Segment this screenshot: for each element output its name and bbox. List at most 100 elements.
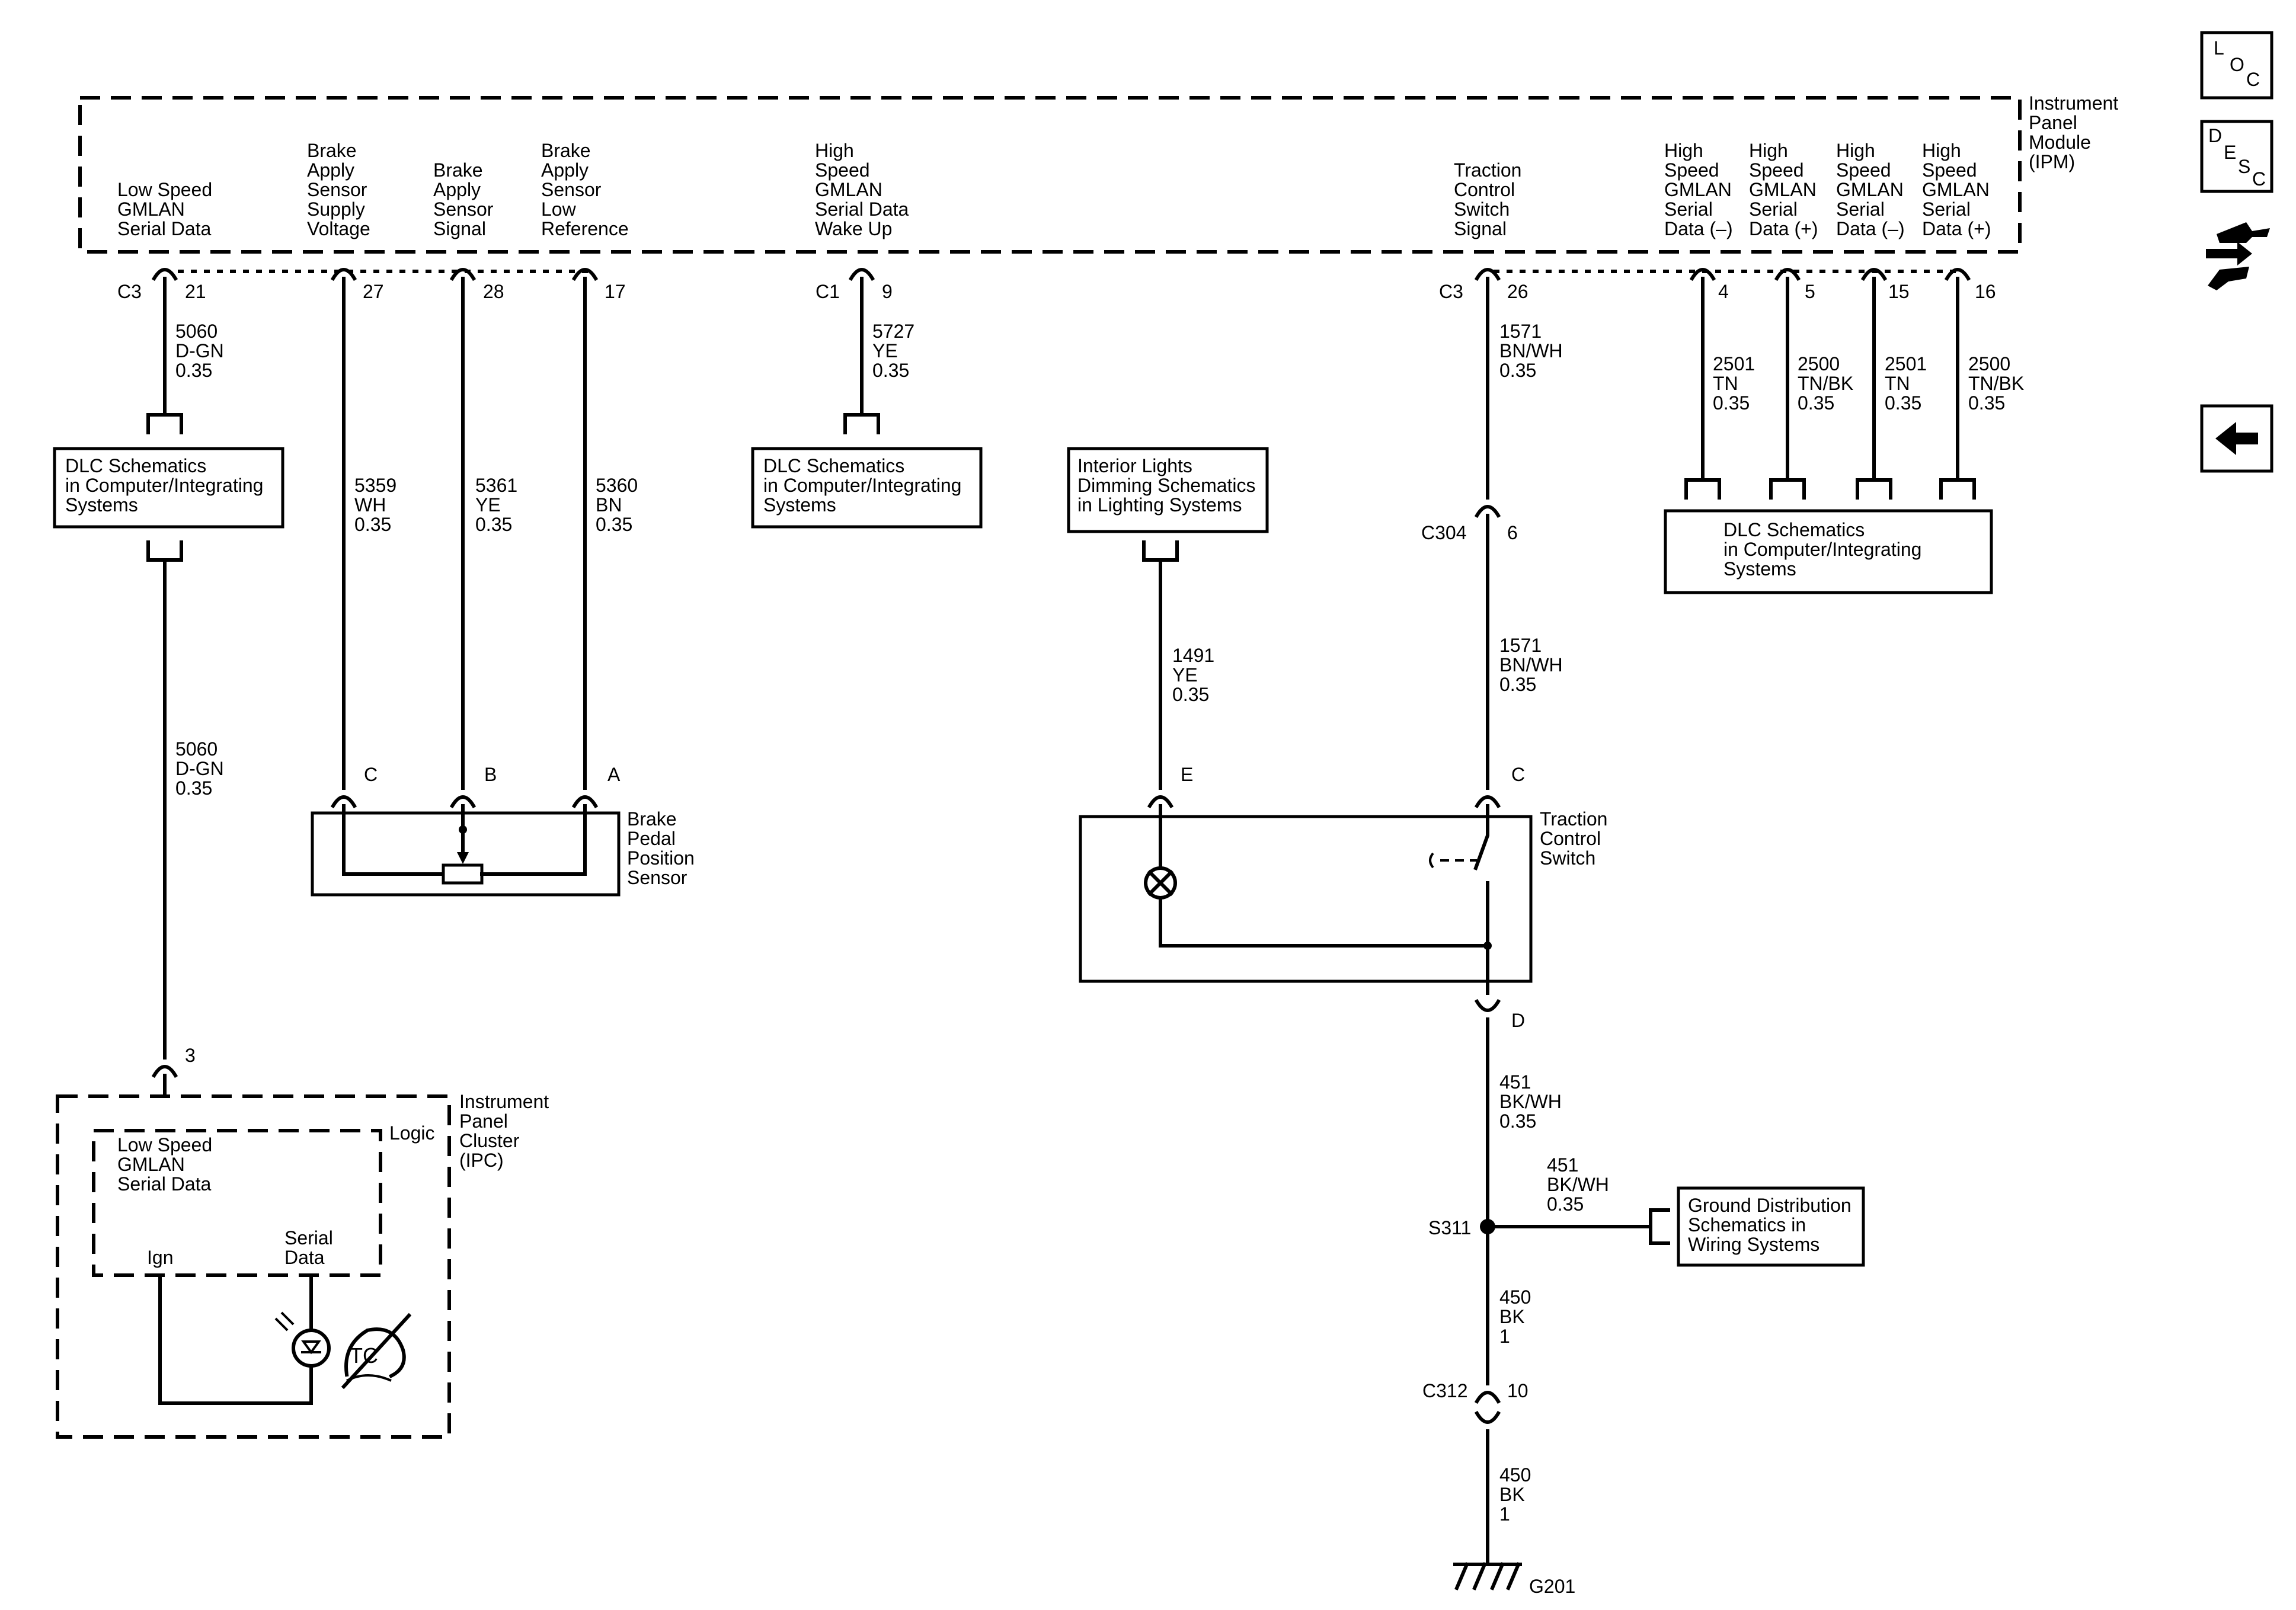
svg-text:0.35: 0.35 (1172, 684, 1209, 705)
svg-text:Supply: Supply (307, 199, 365, 220)
svg-text:Systems: Systems (1723, 558, 1796, 580)
ipm-terminals (151, 268, 1971, 281)
svg-text:28: 28 (483, 281, 504, 302)
high-speed-gmlan-circuits: 2501 TN 0.35 2500 TN/BK 0.35 2501 TN 0.3… (1664, 277, 2024, 594)
svg-text:DLC Schematics: DLC Schematics (1723, 519, 1865, 540)
svg-text:C312: C312 (1422, 1380, 1468, 1401)
svg-text:Switch: Switch (1454, 199, 1510, 220)
svg-text:Ign: Ign (147, 1247, 173, 1268)
svg-text:GMLAN: GMLAN (1836, 179, 1904, 200)
svg-text:High: High (815, 140, 854, 161)
svg-text:5060: 5060 (175, 738, 218, 760)
svg-text:0.35: 0.35 (1885, 392, 1921, 414)
svg-text:Data (–): Data (–) (1664, 218, 1733, 239)
svg-text:2500: 2500 (1798, 353, 1840, 375)
svg-text:1571: 1571 (1499, 321, 1542, 342)
svg-text:Low Speed: Low Speed (117, 1134, 212, 1156)
svg-text:Ground Distribution: Ground Distribution (1688, 1195, 1851, 1216)
svg-text:BK: BK (1499, 1306, 1525, 1327)
tc-indicator-led-icon (292, 1329, 331, 1368)
svg-text:TN/BK: TN/BK (1798, 373, 1853, 394)
svg-text:Control: Control (1454, 179, 1515, 200)
svg-text:27: 27 (363, 281, 384, 302)
svg-text:O: O (2230, 54, 2244, 75)
interior-lights-ref-box[interactable] (1067, 447, 1269, 533)
svg-text:Speed: Speed (815, 159, 870, 181)
svg-text:BK/WH: BK/WH (1499, 1091, 1562, 1112)
svg-text:in Computer/Integrating: in Computer/Integrating (65, 475, 263, 496)
ipm-pin-labels: Low Speed GMLAN Serial Data Brake Apply … (117, 140, 1991, 239)
svg-text:Serial: Serial (1664, 199, 1713, 220)
svg-text:0.35: 0.35 (175, 360, 212, 381)
ground-distribution-ref-box[interactable] (1677, 1186, 1865, 1267)
svg-text:S311: S311 (1428, 1217, 1471, 1238)
svg-text:YE: YE (475, 494, 501, 516)
svg-text:Serial: Serial (284, 1227, 333, 1249)
svg-text:Apply: Apply (307, 159, 354, 181)
svg-text:C: C (2246, 69, 2260, 90)
svg-text:1491: 1491 (1172, 645, 1214, 666)
svg-text:Switch: Switch (1540, 847, 1595, 869)
svg-text:TN: TN (1885, 373, 1910, 394)
svg-text:450: 450 (1499, 1464, 1531, 1486)
svg-text:G201: G201 (1529, 1576, 1575, 1597)
svg-text:S: S (2238, 156, 2250, 177)
svg-text:High: High (1664, 140, 1703, 161)
svg-text:Logic: Logic (389, 1122, 435, 1144)
svg-text:Serial Data: Serial Data (117, 218, 212, 239)
svg-text:0.35: 0.35 (1499, 360, 1536, 381)
svg-text:0.35: 0.35 (475, 514, 512, 535)
svg-text:GMLAN: GMLAN (117, 199, 185, 220)
svg-text:26: 26 (1507, 281, 1528, 302)
svg-text:Traction: Traction (1540, 808, 1607, 830)
svg-text:Serial Data: Serial Data (117, 1173, 212, 1195)
svg-text:High: High (1836, 140, 1875, 161)
svg-text:Sensor: Sensor (541, 179, 602, 200)
svg-text:0.35: 0.35 (1547, 1193, 1584, 1215)
svg-text:2501: 2501 (1713, 353, 1755, 375)
svg-text:D: D (2208, 125, 2222, 146)
dlc-ref-box-2[interactable] (751, 447, 983, 529)
circuit-5727: 5727 YE 0.35 DLC Schematics in Computer/… (751, 277, 983, 529)
svg-text:Signal: Signal (433, 218, 486, 239)
svg-text:Serial: Serial (1836, 199, 1885, 220)
svg-text:Low Speed: Low Speed (117, 179, 212, 200)
svg-text:C: C (1511, 764, 1525, 785)
svg-text:DLC Schematics: DLC Schematics (763, 455, 904, 476)
svg-text:(IPC): (IPC) (459, 1150, 504, 1171)
svg-text:BK/WH: BK/WH (1547, 1174, 1609, 1195)
svg-text:5359: 5359 (354, 475, 396, 496)
svg-text:Sensor: Sensor (627, 867, 687, 888)
svg-text:GMLAN: GMLAN (1922, 179, 1990, 200)
svg-text:E: E (1181, 764, 1193, 785)
svg-text:6: 6 (1507, 522, 1518, 543)
svg-text:4: 4 (1718, 281, 1729, 302)
svg-text:17: 17 (605, 281, 626, 302)
svg-text:Traction: Traction (1454, 159, 1521, 181)
potentiometer-icon (442, 863, 484, 885)
dlc-ref-box-1[interactable] (53, 447, 284, 529)
ipm-pin-numbers: C3 21 27 28 17 C1 9 C3 26 4 5 15 16 (117, 281, 1996, 302)
svg-text:Brake: Brake (627, 808, 677, 830)
svg-text:GMLAN: GMLAN (1749, 179, 1817, 200)
svg-text:in Computer/Integrating: in Computer/Integrating (1723, 539, 1921, 560)
ground-g201-icon (1453, 1562, 1522, 1590)
desc-button[interactable]: D E S C (2200, 120, 2273, 193)
svg-text:Brake: Brake (541, 140, 591, 161)
svg-text:E: E (2224, 142, 2236, 163)
loc-button[interactable]: L O C (2200, 31, 2273, 100)
svg-text:451: 451 (1499, 1071, 1531, 1093)
svg-text:2501: 2501 (1885, 353, 1927, 375)
svg-text:Data (–): Data (–) (1836, 218, 1905, 239)
back-arrow-icon (2215, 422, 2258, 455)
svg-text:C1: C1 (816, 281, 840, 302)
ipc-module: Instrument Panel Cluster (IPC) Logic Low… (56, 1091, 549, 1439)
connector-icon[interactable] (2206, 222, 2270, 290)
svg-text:3: 3 (185, 1045, 196, 1066)
dlc-ref-box-3[interactable] (1664, 509, 1993, 594)
svg-text:in Lighting Systems: in Lighting Systems (1077, 494, 1242, 516)
svg-text:5727: 5727 (872, 321, 914, 342)
svg-text:5361: 5361 (475, 475, 517, 496)
back-button[interactable] (2200, 404, 2273, 473)
